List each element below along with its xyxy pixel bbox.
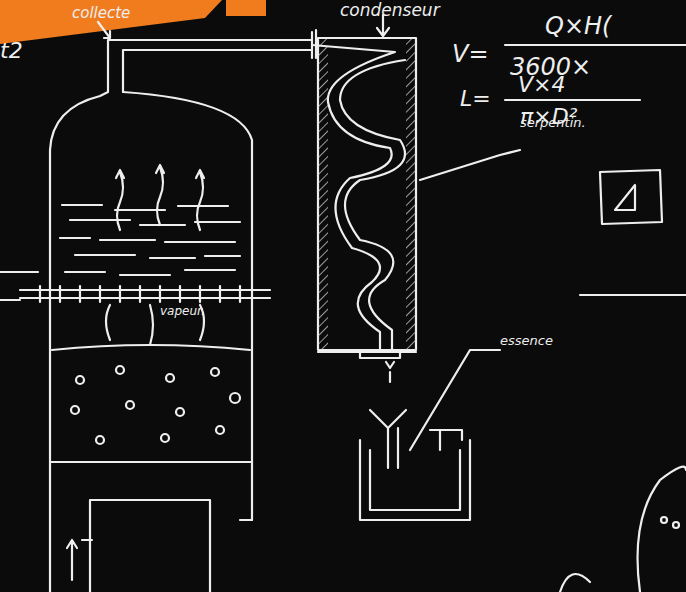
heat-arrow — [67, 540, 92, 580]
chalk-label: V= — [452, 42, 489, 66]
vapor-pipe — [123, 50, 312, 92]
grid-plate — [20, 290, 270, 298]
tap — [430, 430, 462, 450]
burner-base — [50, 462, 252, 592]
fraction-bar — [505, 44, 686, 46]
scribble — [560, 574, 590, 592]
orange-banner — [0, 0, 222, 44]
water-level — [52, 345, 250, 350]
wall-hatch — [318, 38, 328, 350]
scribble — [580, 294, 686, 296]
grid-hatch — [40, 286, 240, 302]
chalk-label: essence — [500, 334, 553, 347]
chalk-label: condenseur — [340, 2, 440, 19]
chalk-label: Q×H( — [545, 14, 611, 38]
vessel-left-wall — [50, 40, 312, 592]
condenser-bottom — [318, 350, 416, 358]
orange-tab — [226, 0, 266, 16]
small-sketch — [600, 170, 662, 224]
vapor-arrow — [156, 165, 164, 225]
separator-vessel — [360, 440, 470, 520]
chalk-label: V×4 — [518, 74, 565, 96]
level-marks — [0, 272, 38, 300]
chalk-label: collecte — [72, 6, 130, 21]
fraction-bar — [505, 99, 640, 101]
steam-lines — [106, 305, 204, 345]
plant-layers — [60, 205, 240, 275]
face-sketch — [638, 467, 686, 592]
leader-line — [420, 150, 520, 180]
wall-hatch — [406, 38, 416, 350]
collect-arrow — [98, 22, 110, 38]
drip — [386, 362, 394, 382]
leader-line — [410, 350, 500, 450]
chalk-label: vapeur. — [160, 305, 205, 317]
vessel-right-wall — [123, 92, 252, 520]
chalk-label: t2 — [0, 40, 23, 62]
chalk-label: serpentin. — [520, 116, 586, 129]
chalk-label: L= — [460, 88, 491, 110]
funnel — [370, 410, 406, 468]
coil-outer — [340, 60, 405, 350]
